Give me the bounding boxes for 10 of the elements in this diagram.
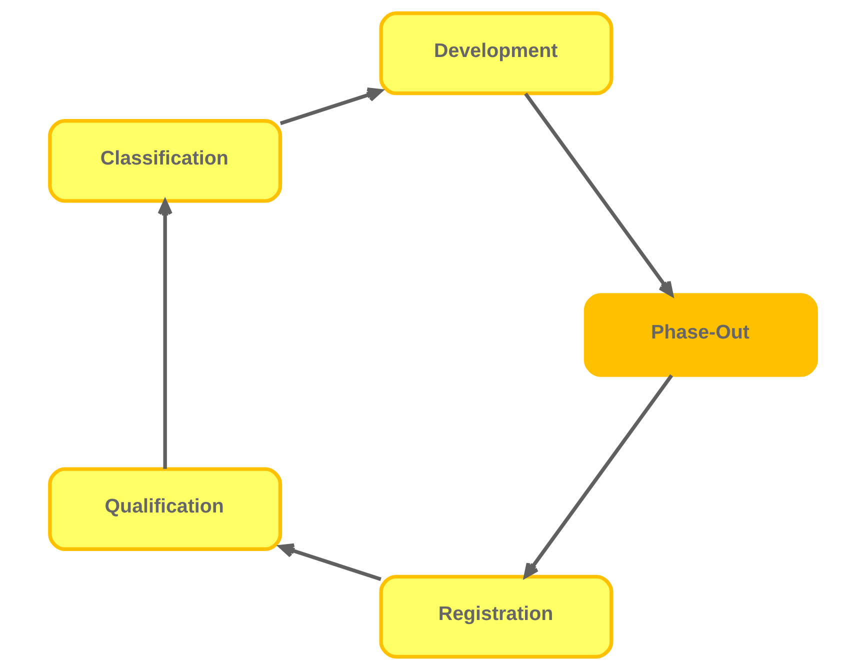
arrow xyxy=(278,543,382,581)
node-box: Qualification xyxy=(48,467,282,551)
arrow xyxy=(158,200,172,469)
node-box: Registration xyxy=(379,574,614,659)
arrow xyxy=(280,88,383,126)
node-box: Classification xyxy=(48,119,282,203)
node-box: Phase-Out xyxy=(584,293,818,377)
arrow xyxy=(524,92,674,297)
arrow xyxy=(524,374,674,578)
node-box: Development xyxy=(379,11,614,96)
